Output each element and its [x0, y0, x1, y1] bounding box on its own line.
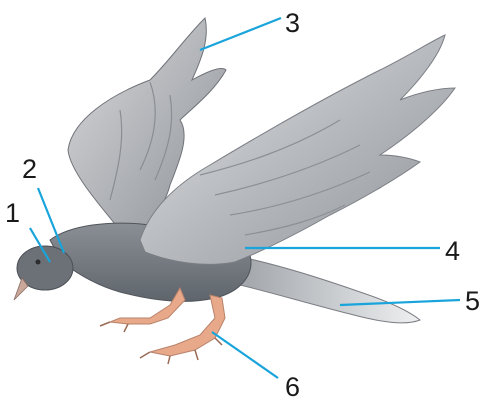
callout-label-1: 1 — [5, 198, 20, 228]
leader-line-2 — [38, 188, 64, 253]
callout-label-5: 5 — [465, 286, 480, 316]
callout-label-2: 2 — [22, 154, 37, 184]
pigeon-illustration — [14, 18, 455, 364]
tail — [230, 255, 420, 323]
leader-line-6 — [212, 332, 278, 378]
callout-label-4: 4 — [445, 236, 460, 266]
callout-label-3: 3 — [285, 8, 300, 38]
eye — [36, 260, 41, 265]
callout-label-6: 6 — [285, 372, 300, 402]
leader-line-3 — [200, 18, 281, 50]
